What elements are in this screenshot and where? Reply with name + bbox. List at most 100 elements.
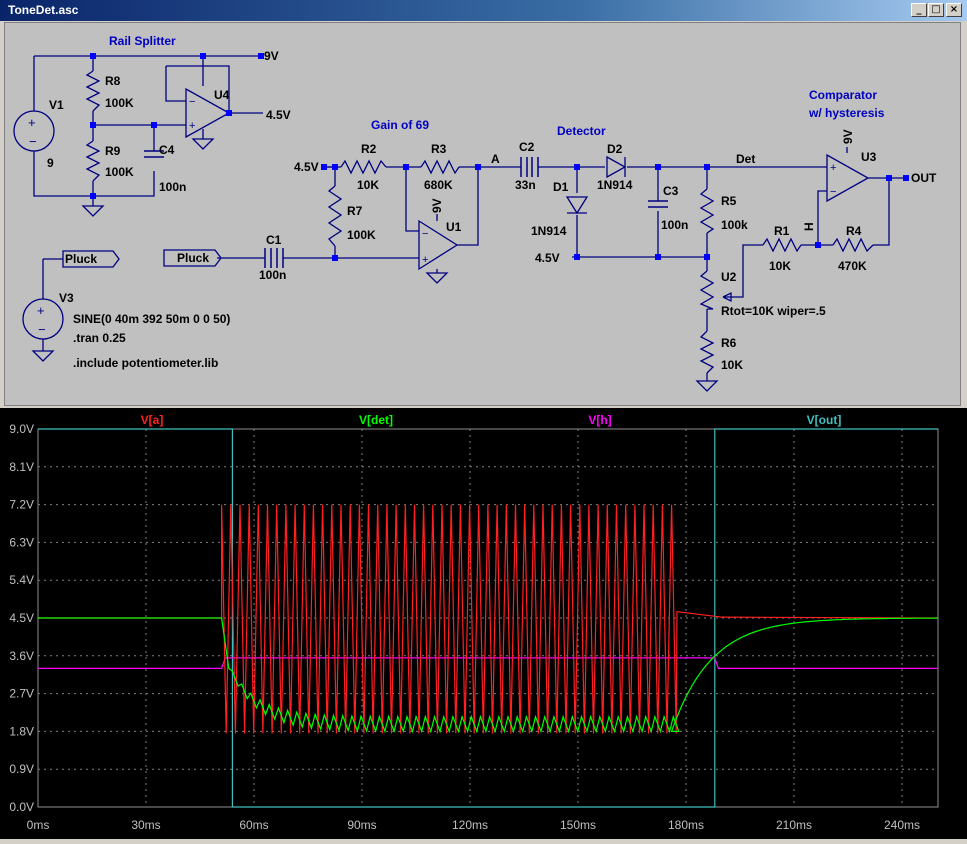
v1-label[interactable]: V1 (49, 98, 64, 112)
waveform-pane[interactable]: 9.0V 8.1V 7.2V 6.3V 5.4V 4.5V 3.6V 2.7V 1.8V 0.9V… (0, 408, 967, 839)
svg-text:+: + (830, 162, 836, 174)
window-title: ToneDet.asc (8, 3, 79, 17)
r9-value[interactable]: 100K (105, 165, 134, 179)
c3-label[interactable]: C3 (663, 184, 679, 198)
r2-value[interactable]: 10K (357, 178, 379, 192)
v1-value[interactable]: 9 (47, 156, 54, 170)
c1-label[interactable]: C1 (266, 233, 282, 247)
net-det[interactable]: Det (736, 152, 755, 166)
minimize-button[interactable]: _ (911, 3, 927, 17)
x-tick-label: 150ms (560, 818, 596, 832)
x-tick-label: 60ms (239, 818, 268, 832)
trace-v-out (38, 428, 938, 808)
trace-label: V[out] (807, 413, 842, 427)
y-tick-label: 6.3V (9, 535, 34, 549)
waveform-plot[interactable]: 9.0V 8.1V 7.2V 6.3V 5.4V 4.5V 3.6V 2.7V 1.8V 0.9V… (0, 408, 967, 839)
u4-label[interactable]: U4 (214, 88, 230, 102)
y-tick-label: 0.9V (9, 762, 34, 776)
y-tick-label: 9.0V (9, 422, 34, 436)
trace-label: V[a] (141, 413, 164, 427)
u3-supply-9v[interactable]: 9V (841, 129, 855, 144)
pluck-flag-c1[interactable]: Pluck (177, 251, 209, 265)
u2-value[interactable]: Rtot=10K wiper=.5 (721, 304, 826, 318)
r2-label[interactable]: R2 (361, 142, 377, 156)
v1-minus-icon: − (29, 134, 37, 149)
schematic-canvas[interactable]: + − + − −+ −+ +− (5, 23, 961, 406)
trace-label: V[h] (588, 413, 611, 427)
title-bar: ToneDet.asc _ □ × (0, 0, 967, 21)
v3-plus-icon: + (37, 303, 45, 318)
trace-v-det (38, 617, 938, 734)
net-a[interactable]: A (491, 152, 500, 166)
trace-label: V[det] (359, 413, 393, 427)
u2-label[interactable]: U2 (721, 270, 737, 284)
y-tick-label: 1.8V (9, 724, 34, 738)
net-4v5-gain[interactable]: 4.5V (294, 160, 319, 174)
y-tick-label: 2.7V (9, 687, 34, 701)
pluck-flag-v3[interactable]: Pluck (65, 252, 97, 266)
v1-plus-icon: + (28, 115, 36, 130)
x-tick-label: 0ms (27, 818, 50, 832)
rail-splitter-title: Rail Splitter (109, 34, 176, 48)
r4-label[interactable]: R4 (846, 224, 862, 238)
r5-label[interactable]: R5 (721, 194, 737, 208)
r8-value[interactable]: 100K (105, 96, 134, 110)
x-tick-label: 30ms (131, 818, 160, 832)
net-out[interactable]: OUT (911, 171, 937, 185)
u1-label[interactable]: U1 (446, 220, 462, 234)
r5-value[interactable]: 100k (721, 218, 748, 232)
x-tick-label: 210ms (776, 818, 812, 832)
include-directive[interactable]: .include potentiometer.lib (73, 356, 218, 370)
x-tick-label: 240ms (884, 818, 920, 832)
d2-label[interactable]: D2 (607, 142, 623, 156)
r1-value[interactable]: 10K (769, 259, 791, 273)
u3-label[interactable]: U3 (861, 150, 877, 164)
x-tick-label: 120ms (452, 818, 488, 832)
svg-text:−: − (830, 186, 836, 198)
net-4v5-rail[interactable]: 4.5V (266, 108, 291, 122)
u1-supply-9v[interactable]: 9V (430, 198, 444, 213)
net-4v5-det[interactable]: 4.5V (535, 251, 560, 265)
svg-text:−: − (422, 228, 428, 240)
maximize-button[interactable]: □ (928, 3, 944, 17)
close-button[interactable]: × (946, 3, 962, 17)
net-9v[interactable]: 9V (264, 49, 279, 63)
tran-directive[interactable]: .tran 0.25 (73, 331, 126, 345)
y-tick-label: 7.2V (9, 498, 34, 512)
c4-label[interactable]: C4 (159, 143, 175, 157)
x-tick-label: 180ms (668, 818, 704, 832)
c1-value[interactable]: 100n (259, 268, 286, 282)
detector-title: Detector (557, 124, 606, 138)
r9-label[interactable]: R9 (105, 144, 121, 158)
r7-value[interactable]: 100K (347, 228, 376, 242)
r7-label[interactable]: R7 (347, 204, 363, 218)
v3-minus-icon: − (38, 322, 46, 337)
v3-label[interactable]: V3 (59, 291, 74, 305)
x-tick-label: 90ms (347, 818, 376, 832)
d1-value[interactable]: 1N914 (531, 224, 567, 238)
y-tick-label: 4.5V (9, 611, 34, 625)
c3-value[interactable]: 100n (661, 218, 688, 232)
d1-label[interactable]: D1 (553, 180, 569, 194)
y-tick-label: 3.6V (9, 649, 34, 663)
y-tick-label: 5.4V (9, 573, 34, 587)
net-h[interactable]: H (802, 222, 816, 231)
svg-text:+: + (189, 120, 195, 132)
r3-label[interactable]: R3 (431, 142, 447, 156)
gain-title: Gain of 69 (371, 118, 429, 132)
c4-value[interactable]: 100n (159, 180, 186, 194)
d2-value[interactable]: 1N914 (597, 178, 633, 192)
r6-value[interactable]: 10K (721, 358, 743, 372)
c2-value[interactable]: 33n (515, 178, 536, 192)
v3-value[interactable]: SINE(0 40m 392 50m 0 0 50) (73, 312, 230, 326)
schematic-pane[interactable]: + − + − −+ −+ +− (4, 22, 961, 406)
svg-text:−: − (189, 96, 195, 108)
r6-label[interactable]: R6 (721, 336, 737, 350)
c2-label[interactable]: C2 (519, 140, 535, 154)
r3-value[interactable]: 680K (424, 178, 453, 192)
r8-label[interactable]: R8 (105, 74, 121, 88)
y-tick-label: 0.0V (9, 800, 34, 814)
y-tick-label: 8.1V (9, 460, 34, 474)
r4-value[interactable]: 470K (838, 259, 867, 273)
r1-label[interactable]: R1 (774, 224, 790, 238)
